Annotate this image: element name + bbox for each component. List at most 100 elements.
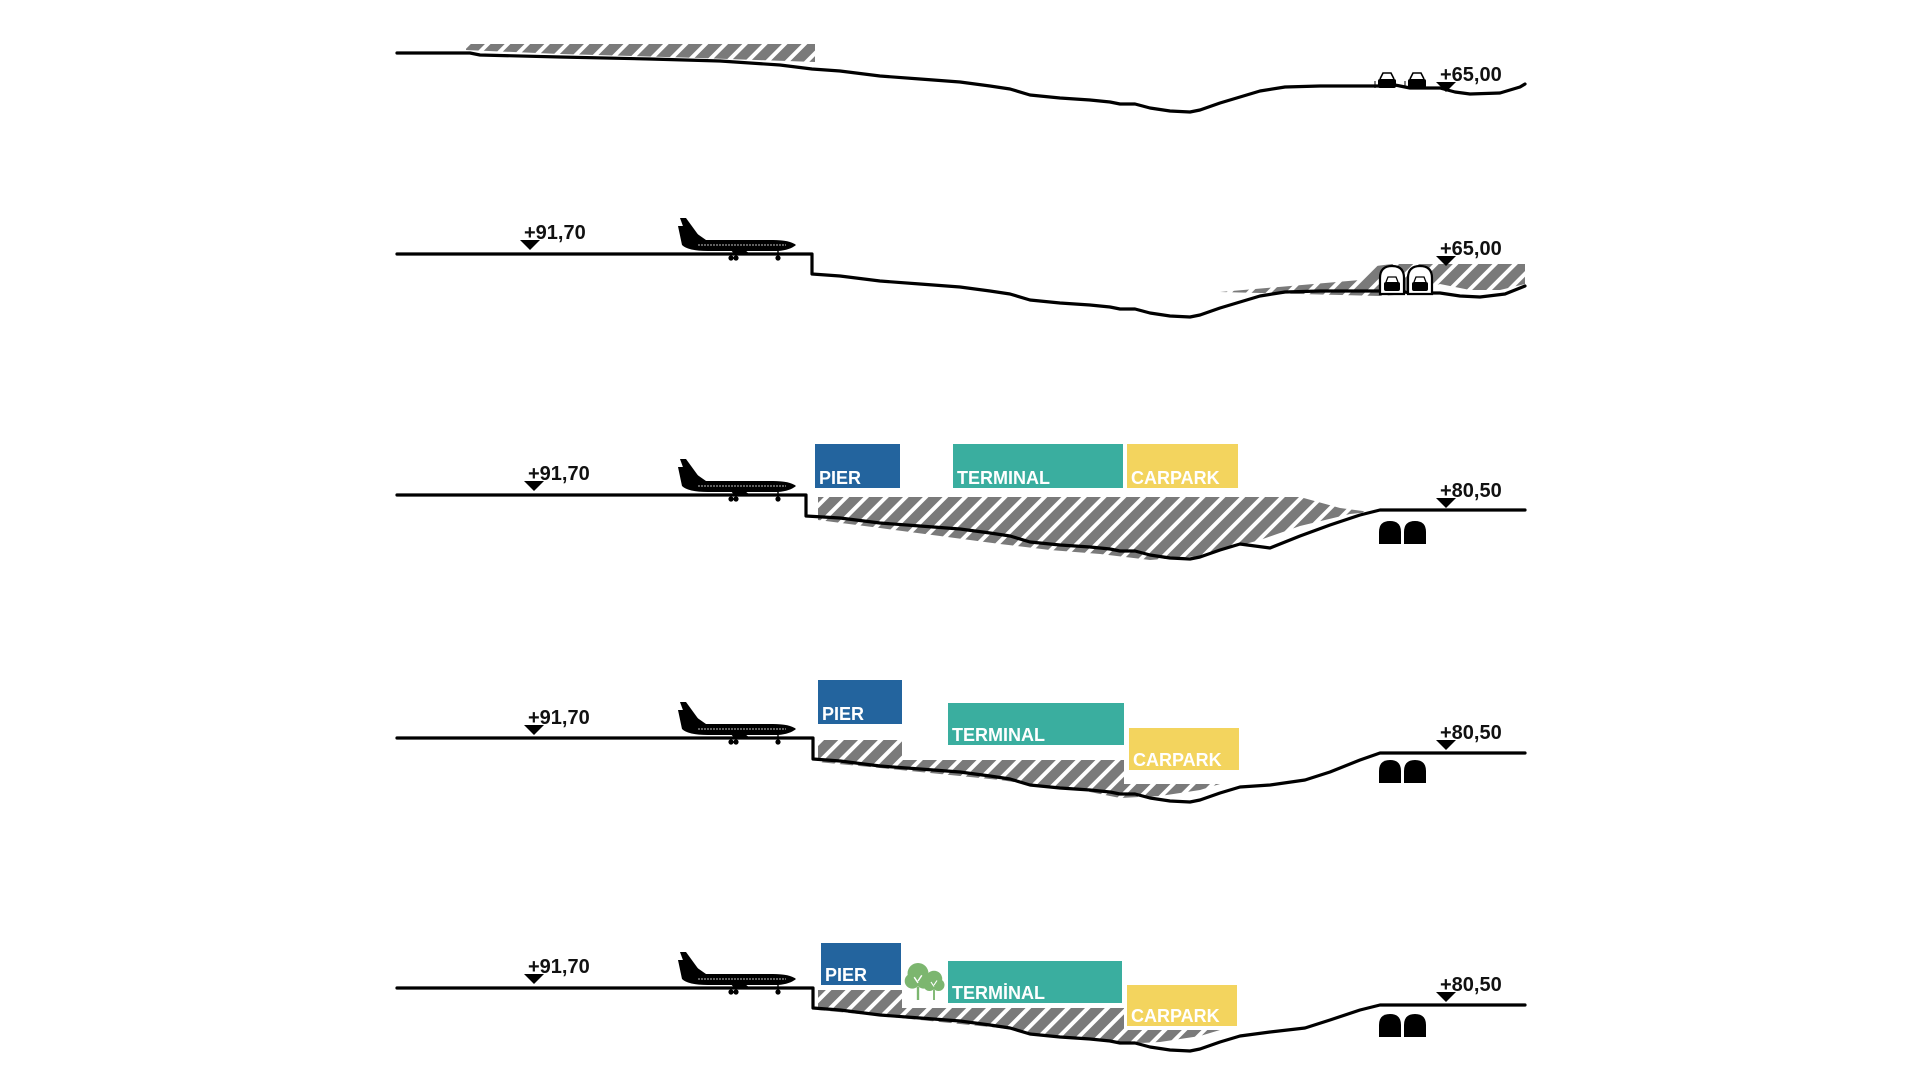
tunnel-icon xyxy=(1379,521,1401,544)
level-label: +80,50 xyxy=(1440,974,1502,996)
building-pier: PIER xyxy=(818,680,902,724)
tree-branch xyxy=(917,974,923,982)
wheel xyxy=(733,255,739,261)
level-marker-icon xyxy=(520,240,540,250)
car-icon xyxy=(1412,282,1428,291)
tunnel-icon xyxy=(1404,521,1426,544)
section-5: PIER TERMİNAL CARPARK +91,70 +80,50 xyxy=(395,943,1527,1053)
wheel xyxy=(728,739,734,745)
level-label: +91,70 xyxy=(528,463,590,485)
fill-hatch xyxy=(818,497,1370,560)
wheel xyxy=(728,989,734,995)
car-roof xyxy=(1409,72,1425,80)
wheel xyxy=(728,255,734,261)
wheel xyxy=(733,496,739,502)
airplane-icon xyxy=(678,459,796,502)
pier-label: PIER xyxy=(822,704,864,724)
section-2: +91,70 +65,00 xyxy=(395,218,1527,319)
level-marker-icon xyxy=(1436,256,1456,266)
pier-block xyxy=(818,680,902,724)
terminal-block xyxy=(953,444,1123,488)
tree-crown xyxy=(923,979,936,991)
pier-label: PIER xyxy=(825,965,867,985)
level-label: +91,70 xyxy=(528,956,590,978)
tree-icon xyxy=(923,970,945,1000)
level-marker-icon xyxy=(524,974,544,984)
tree-crown xyxy=(904,973,920,989)
level-label: +91,70 xyxy=(528,707,590,729)
level-label: +80,50 xyxy=(1440,722,1502,744)
tail-fin xyxy=(680,952,702,974)
level-marker-icon xyxy=(524,725,544,735)
building-pier: PIER xyxy=(821,943,901,985)
terminal-block xyxy=(948,703,1124,745)
section-3: PIER TERMINAL CARPARK +91,70 +80,50 xyxy=(395,444,1527,561)
terrain-line xyxy=(395,986,1527,1053)
level-marker-icon xyxy=(1436,82,1456,92)
tunnel-icon xyxy=(1406,264,1434,296)
carpark-label: CARPARK xyxy=(1131,468,1220,488)
tunnel-icon xyxy=(1378,264,1406,296)
wheel xyxy=(728,496,734,502)
building-terminal: TERMİNAL xyxy=(948,961,1122,1003)
wheel xyxy=(775,496,781,502)
terminal-label: TERMINAL xyxy=(957,468,1050,488)
terminal-label: TERMİNAL xyxy=(952,983,1045,1003)
pier-block xyxy=(821,943,901,985)
tunnel-icon xyxy=(1404,760,1426,783)
tail-fin xyxy=(680,702,702,724)
section-1: +65,00 xyxy=(395,44,1527,114)
terminal-block xyxy=(948,961,1122,1003)
building-terminal: TERMINAL xyxy=(953,444,1123,488)
airplane-icon xyxy=(678,702,796,745)
wheel xyxy=(775,739,781,745)
level-marker-icon xyxy=(1436,498,1456,508)
engine xyxy=(728,980,750,988)
tree-branch xyxy=(913,976,919,984)
level-marker-icon xyxy=(524,481,544,491)
engine xyxy=(728,730,750,738)
level-label: +80,50 xyxy=(1440,480,1502,502)
carpark-label: CARPARK xyxy=(1133,750,1222,770)
terrain-line xyxy=(395,736,1527,804)
terminal-label: TERMINAL xyxy=(952,725,1045,745)
car-roof xyxy=(1385,276,1399,283)
fill-hatch xyxy=(818,740,1220,798)
wheel xyxy=(733,739,739,745)
car-roof xyxy=(1413,276,1427,283)
tail-fin xyxy=(680,459,702,481)
carpark-block xyxy=(1127,444,1238,488)
level-marker-icon xyxy=(1436,992,1456,1002)
car-body xyxy=(1408,79,1426,88)
building-terminal: TERMINAL xyxy=(948,703,1124,745)
level-label: +91,70 xyxy=(524,222,586,244)
tree-icon xyxy=(904,962,932,1000)
carpark-label: CARPARK xyxy=(1131,1006,1220,1026)
engine xyxy=(728,487,750,495)
car-body xyxy=(1378,79,1396,88)
tunnel-icon xyxy=(1379,760,1401,783)
tree-branch xyxy=(930,981,935,987)
building-pier: PIER xyxy=(815,444,900,488)
car-icon xyxy=(1404,72,1426,88)
tail-fin xyxy=(680,218,702,240)
terrain-line xyxy=(395,51,1527,114)
fill-hatch xyxy=(466,44,815,62)
airplane-icon xyxy=(678,952,796,995)
wheel xyxy=(775,255,781,261)
tunnel-icon xyxy=(1404,1014,1426,1037)
section-4: PIER TERMINAL CARPARK +91,70 +80,50 xyxy=(395,680,1527,804)
pier-block xyxy=(815,444,900,488)
building-carpark: CARPARK xyxy=(1129,728,1239,770)
fill-hatch xyxy=(1220,264,1525,296)
car-icon xyxy=(1374,72,1396,88)
engine xyxy=(728,246,750,254)
car-roof xyxy=(1379,72,1395,80)
tunnel-icon xyxy=(1379,1014,1401,1037)
airplane-icon xyxy=(678,218,796,261)
wheel xyxy=(733,989,739,995)
carpark-block xyxy=(1127,985,1237,1026)
level-label: +65,00 xyxy=(1440,238,1502,260)
terrain-line xyxy=(395,493,1527,561)
